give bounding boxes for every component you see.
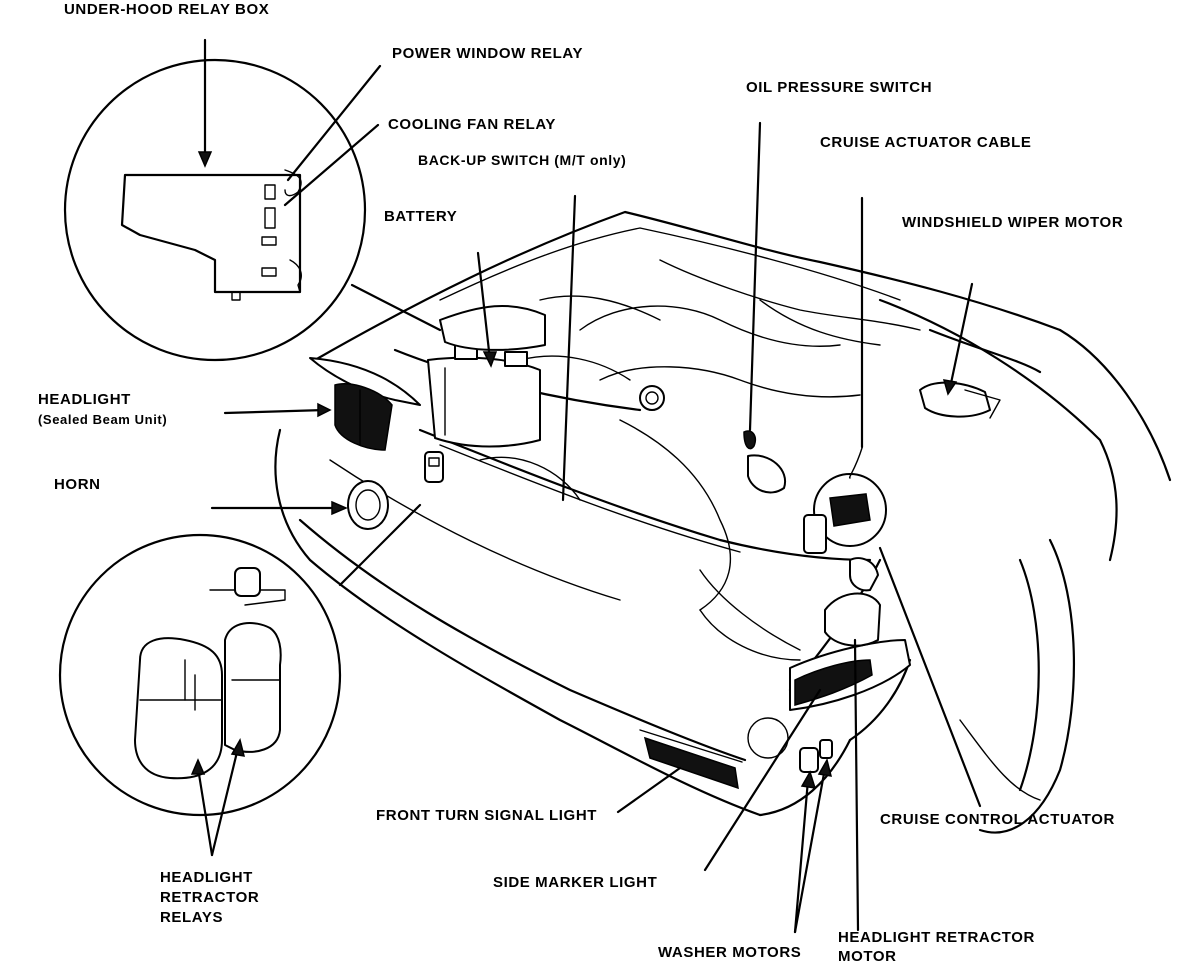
label-oil-pressure-switch: OIL PRESSURE SWITCH xyxy=(746,79,933,96)
label-back-up-switch: BACK-UP SWITCH (M/T only) xyxy=(418,152,627,168)
horn-shape xyxy=(347,480,389,530)
cruise-actuator-shape xyxy=(803,473,887,554)
label-headlight-retractor-motor-2: MOTOR xyxy=(838,948,897,965)
turn-signal-shape xyxy=(639,729,743,790)
label-side-marker-light: SIDE MARKER LIGHT xyxy=(493,874,658,891)
relay-box-inset xyxy=(63,58,442,362)
label-cruise-control-actuator: CRUISE CONTROL ACTUATOR xyxy=(880,811,1115,828)
label-power-window-relay: POWER WINDOW RELAY xyxy=(392,45,584,62)
label-windshield-wiper-motor: WINDSHIELD WIPER MOTOR xyxy=(902,214,1124,231)
relay-small-shape xyxy=(424,451,444,483)
oil-pressure-switch-shape xyxy=(743,430,787,494)
relay-box-shape xyxy=(439,305,546,351)
car-body-outline xyxy=(274,210,1172,834)
label-cooling-fan-relay: COOLING FAN RELAY xyxy=(388,116,556,133)
battery-shape xyxy=(427,344,541,448)
side-marker-shape xyxy=(789,639,911,711)
label-battery: BATTERY xyxy=(384,208,458,225)
retractor-motor-shape xyxy=(824,557,881,647)
label-washer-motors: WASHER MOTORS xyxy=(658,944,802,961)
label-retractor-relays-1: HEADLIGHT xyxy=(160,869,253,886)
label-retractor-relays-3: RELAYS xyxy=(160,909,224,926)
retractor-relays-inset xyxy=(58,503,422,817)
washer-motors-shape xyxy=(799,739,833,773)
leader-lines xyxy=(190,38,982,934)
label-retractor-relays-2: RETRACTOR xyxy=(160,889,260,906)
label-headlight-sealed-beam: (Sealed Beam Unit) xyxy=(38,412,168,427)
label-horn: HORN xyxy=(54,476,101,493)
fog-light-shape xyxy=(747,717,789,759)
label-cruise-actuator-cable: CRUISE ACTUATOR CABLE xyxy=(820,134,1032,151)
headlight-shape xyxy=(309,357,421,451)
wiper-motor-shape xyxy=(919,381,1001,419)
label-under-hood-relay-box: UNDER-HOOD RELAY BOX xyxy=(64,1,270,18)
label-front-turn-signal-light: FRONT TURN SIGNAL LIGHT xyxy=(376,807,598,824)
label-headlight: HEADLIGHT xyxy=(38,391,131,408)
label-headlight-retractor-motor-1: HEADLIGHT RETRACTOR xyxy=(838,929,1035,946)
